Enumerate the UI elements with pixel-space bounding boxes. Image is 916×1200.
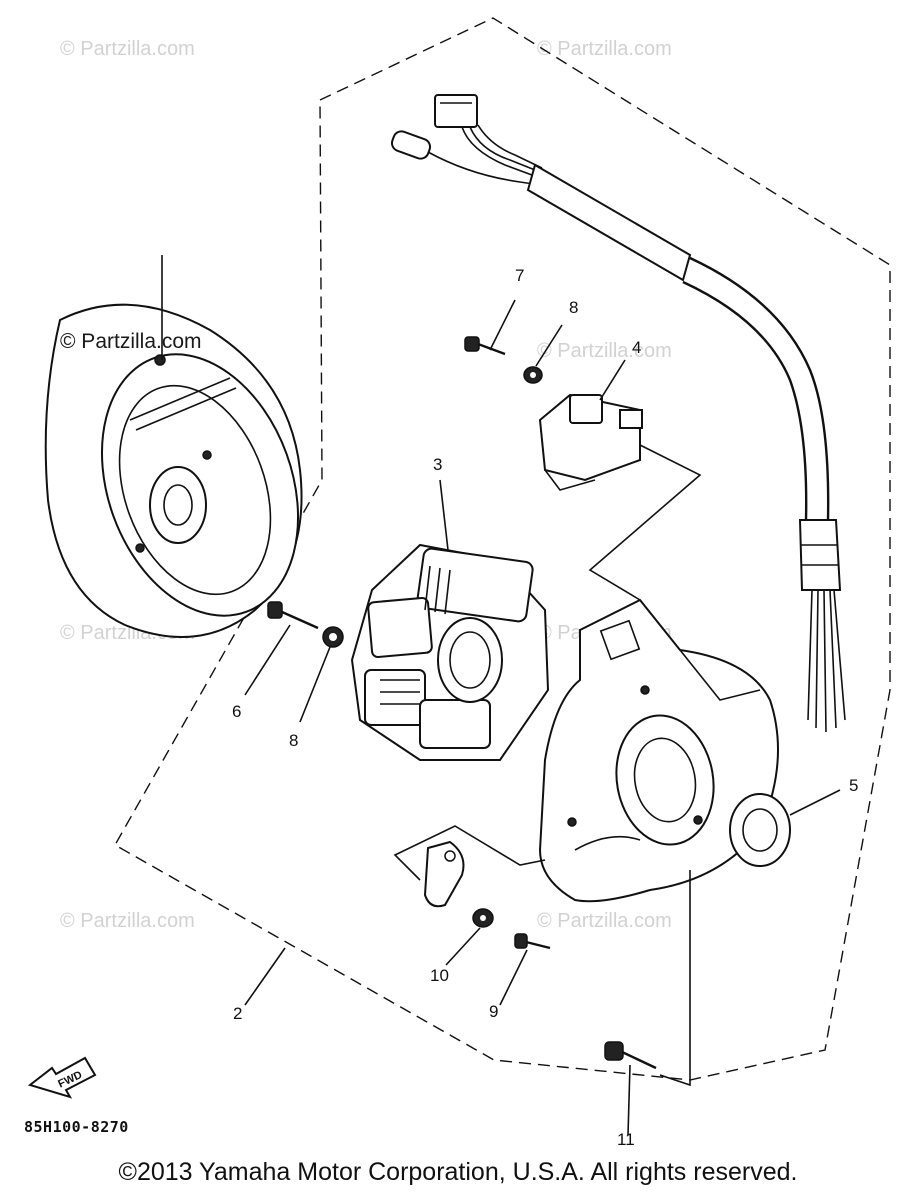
callout-11: 11	[617, 1130, 635, 1149]
screw-9	[499, 933, 551, 1006]
pickup-coil	[538, 359, 643, 491]
screw-6	[244, 601, 319, 696]
callout-10: 10	[430, 966, 449, 985]
watermark: © Partzilla.com	[537, 38, 672, 60]
wire-harness	[390, 94, 846, 733]
callout-2: 2	[233, 1004, 243, 1023]
fwd-arrow-icon: FWD	[27, 1056, 97, 1099]
callout-7: 7	[515, 266, 525, 285]
screw-7	[464, 299, 516, 356]
callout-8-lower: 8	[289, 731, 299, 750]
wire-clamp	[423, 840, 465, 908]
assembly-outline	[114, 17, 891, 1081]
callout-4: 4	[632, 338, 642, 357]
leader-line	[659, 870, 691, 1087]
callout-9: 9	[489, 1002, 499, 1021]
watermark: © Partzilla.com	[60, 910, 195, 932]
diagram-code: 85H100-8270	[24, 1118, 129, 1136]
stator	[350, 479, 550, 761]
copyright-notice: ©2013 Yamaha Motor Corporation, U.S.A. A…	[118, 1158, 798, 1186]
leader-line	[588, 444, 702, 601]
callout-6: 6	[232, 702, 242, 721]
watermark-dark: © Partzilla.com	[60, 330, 202, 353]
watermark: © Partzilla.com	[60, 38, 195, 60]
base-plate	[393, 598, 779, 903]
callout-5: 5	[849, 776, 859, 795]
washer-8-upper	[523, 324, 563, 384]
callout-3: 3	[433, 455, 443, 474]
washer-8-lower	[299, 626, 344, 723]
watermark: © Partzilla.com	[537, 340, 672, 362]
leader-line	[244, 947, 286, 1006]
callout-8-upper: 8	[569, 298, 579, 317]
oil-seal	[729, 789, 841, 867]
screw-11	[604, 1041, 657, 1136]
rotor-flywheel	[44, 255, 303, 638]
watermark: © Partzilla.com	[537, 910, 672, 932]
nut-10	[445, 908, 494, 966]
